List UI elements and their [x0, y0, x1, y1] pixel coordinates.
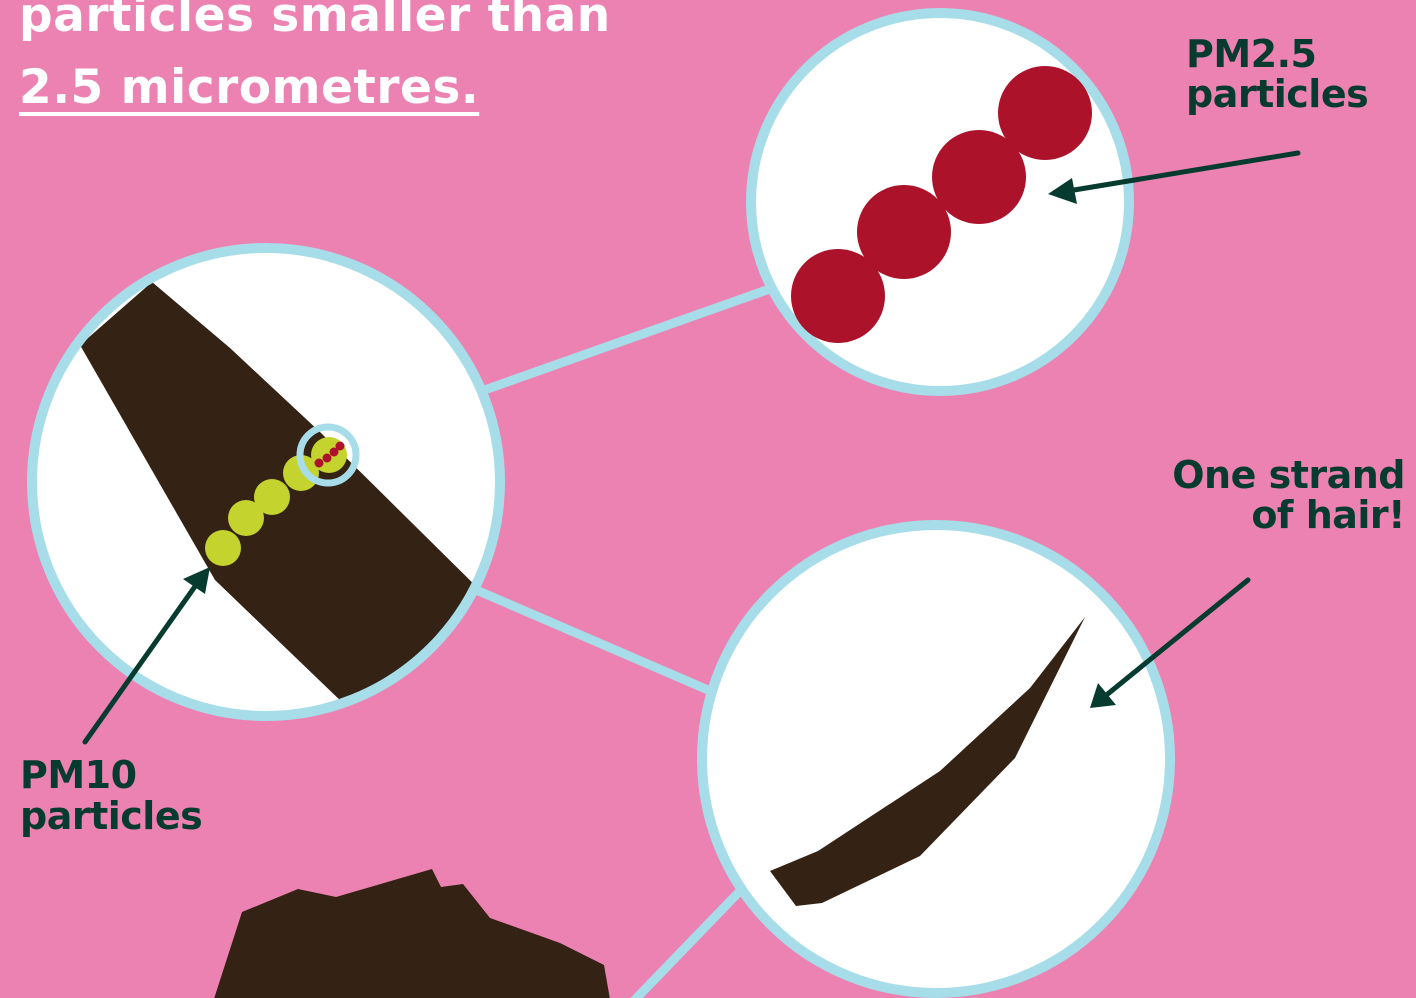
pm10-label: PM10 particles: [20, 755, 202, 837]
pm10-particle: [205, 530, 241, 566]
pm25-particle-small: [315, 459, 324, 468]
connector-hair-lens-lower: [625, 893, 738, 998]
hair-lens-circle: [702, 525, 1170, 993]
pm25-particle-small: [336, 442, 345, 451]
headline-line-2: 2.5 micrometres.: [19, 58, 479, 118]
pm10-label-line-1: PM10: [20, 755, 202, 796]
connector-hair-lens-upper: [474, 589, 715, 693]
hair-label-line-2: of hair!: [1172, 495, 1405, 535]
pm25-particle: [998, 66, 1092, 160]
hair-label-line-1: One strand: [1172, 455, 1405, 495]
pm25-particle-small: [323, 454, 332, 463]
hair-silhouette-large: [212, 869, 611, 998]
pm10-particle: [254, 479, 290, 515]
pm10-label-line-2: particles: [20, 796, 202, 837]
pm25-particle: [857, 185, 951, 279]
hair-label: One strand of hair!: [1172, 455, 1405, 535]
pm25-label-line-1: PM2.5: [1186, 34, 1368, 74]
pm25-label-line-2: particles: [1186, 74, 1368, 114]
pm25-label: PM2.5 particles: [1186, 34, 1368, 114]
hair-lens: [702, 525, 1170, 993]
headline-line-1: particles smaller than: [19, 0, 611, 46]
pm10-lens: [32, 248, 500, 716]
